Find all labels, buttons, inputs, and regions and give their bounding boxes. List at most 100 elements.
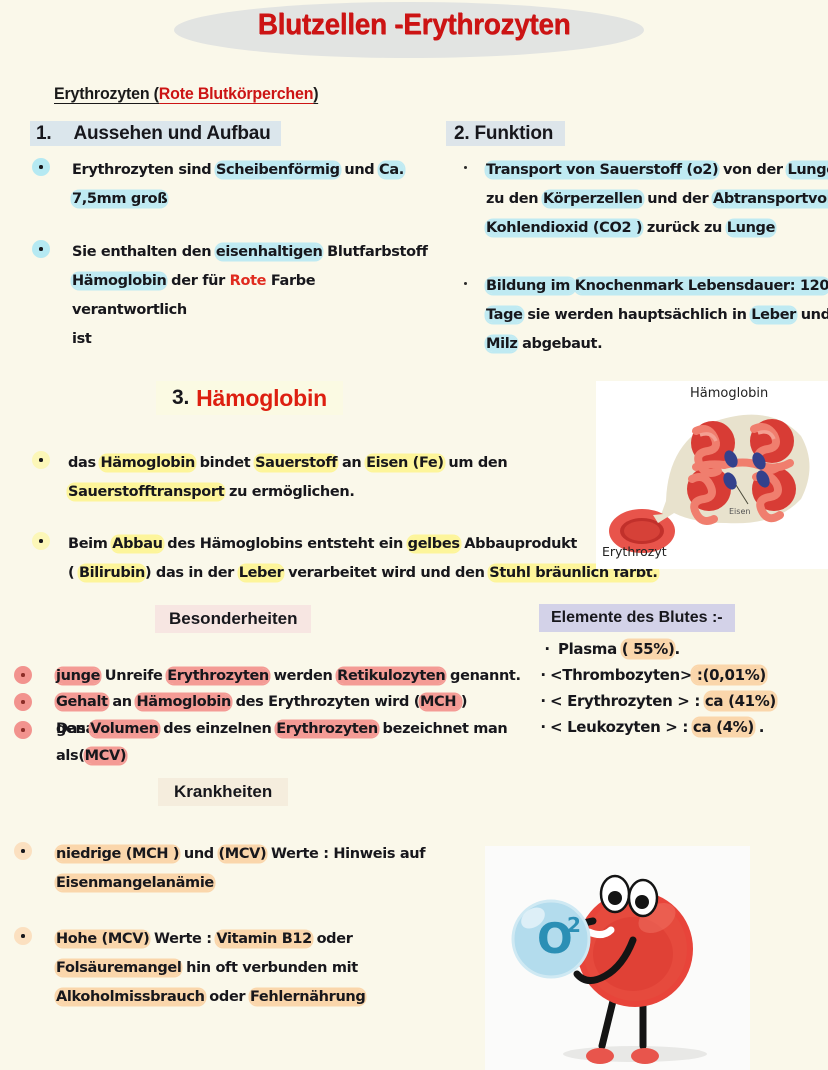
list-item: Das Volumen des einzelnen Erythrozyten b… — [14, 716, 534, 770]
txt-hl: ( 55%) — [621, 640, 675, 658]
txt: als( — [56, 748, 85, 764]
bullet-marker-cyan — [32, 240, 50, 258]
title-ellipse-shape — [174, 2, 644, 58]
txt-hl: Erythrozyten — [276, 721, 378, 737]
section-3-title: Hämoglobin — [196, 384, 328, 411]
txt-hl: Milz — [486, 336, 518, 352]
txt-hl: Eisenmangelanämie — [56, 875, 214, 891]
txt: ( — [68, 565, 79, 581]
txt-hl: Leber — [751, 307, 796, 323]
txt: < Erythrozyten > : — [550, 692, 705, 710]
section-2-bullet-1: Transport von Sauerstoff (o2) von der Lu… — [456, 156, 828, 243]
txt: und — [339, 162, 380, 178]
section-2-bullet-1-text: Transport von Sauerstoff (o2) von der Lu… — [486, 156, 828, 243]
section-3-header: 3. Hämoglobin — [156, 381, 344, 415]
txt: ) das in der — [144, 565, 239, 581]
list-item: junge Unreife Erythrozyten werden Retiku… — [14, 663, 534, 689]
besonderheiten-header: Besonderheiten — [155, 605, 312, 633]
txt: Werte : — [149, 931, 217, 947]
txt: um den — [443, 455, 508, 471]
txt-hl: Eisen (Fe) — [366, 455, 444, 471]
txt-hl: ca (4%) — [692, 718, 754, 736]
txt: hin oft verbunden mit — [181, 960, 358, 976]
erythrozyt-label: Erythrozyt — [602, 544, 667, 559]
txt: Beim — [68, 536, 113, 552]
txt-hl: Hohe (MCV) — [56, 931, 150, 947]
txt: abgebaut. — [517, 336, 603, 352]
txt-hl: niedrige (MCH ) — [56, 846, 180, 862]
txt: von der — [718, 162, 788, 178]
txt: genannt. — [445, 668, 521, 684]
txt-hl: Leber — [238, 565, 284, 581]
txt: das — [68, 455, 101, 471]
txt: Das — [56, 721, 91, 737]
besonderheiten-item-1-text: junge Unreife Erythrozyten werden Retiku… — [56, 663, 534, 689]
rbc-character-image: O 2 — [485, 846, 750, 1070]
txt: verarbeitet wird und den — [283, 565, 490, 581]
besonderheiten-title: Besonderheiten — [169, 609, 298, 628]
txt-hl: Volumen — [90, 721, 159, 737]
txt-hl: gelbes — [407, 536, 460, 552]
hemoglobin-diagram-image: Hämoglobin Eisen Erythrozyt — [596, 381, 828, 569]
txt-hl: Abtransportvon — [712, 191, 828, 207]
o2-label: O — [537, 914, 573, 963]
txt: und — [796, 307, 828, 323]
subtitle-heading: Erythrozyten (Rote Blutkörperchen) — [54, 84, 319, 104]
txt-hl: Hämoglobin — [136, 694, 231, 710]
txt-hl: Bilirubin — [78, 565, 145, 581]
txt-hl: Vitamin B12 — [216, 931, 312, 947]
besonderheiten-list: junge Unreife Erythrozyten werden Retiku… — [14, 663, 534, 770]
bullet-marker-peach — [14, 927, 32, 945]
txt: oder — [311, 931, 353, 947]
txt: Sie enthalten den — [72, 244, 216, 260]
elemente-des-blutes-header: Elemente des Blutes :- — [539, 604, 735, 632]
bullet-marker-plain — [456, 158, 474, 176]
page-title: Blutzellen -Erythrozyten — [257, 8, 571, 41]
elemente-item-3: ·< Erythrozyten > : ca (41%) — [536, 688, 828, 714]
txt: werden — [268, 668, 338, 684]
txt: zu den — [486, 191, 543, 207]
bullet-marker-cyan — [32, 158, 50, 176]
txt-hl: Abbau — [112, 536, 163, 552]
section-2-header: 2. Funktion — [446, 121, 566, 146]
bullet-marker-pink — [14, 666, 32, 684]
section-1-bullet-2: Sie enthalten den eisenhaltigen Blutfarb… — [32, 238, 432, 354]
krankheiten-title: Krankheiten — [174, 782, 273, 801]
section-1-number: 1. — [36, 122, 52, 144]
txt-hl: Bildung im — [486, 278, 575, 294]
txt-hl: MCH — [419, 694, 461, 710]
bullet-marker-peach — [14, 842, 32, 860]
elemente-list: ·Plasma ( 55%). ·<Thrombozyten> :(0,01%)… — [536, 636, 828, 740]
subtitle-part-red: Rote Blutkörperchen — [158, 84, 314, 104]
txt-hl: Kohlendioxid (CO2 ) — [486, 220, 643, 236]
besonderheiten-item-3-text: Das Volumen des einzelnen Erythrozyten b… — [56, 716, 534, 770]
section-3-bullet-2-text: Beim Abbau des Hämoglobins entsteht ein … — [68, 530, 752, 588]
besonderheiten-item-2-text: Gehalt an Hämoglobin des Erythrozyten wi… — [56, 689, 534, 743]
bullet-marker-yellow — [32, 451, 50, 469]
txt-hl: ca (41%) — [704, 692, 776, 710]
elemente-title: Elemente des Blutes :- — [551, 609, 723, 626]
bullet-dot: · — [540, 666, 546, 684]
txt: Erythrozyten sind — [72, 162, 216, 178]
txt: Werte : Hinweis auf — [266, 846, 426, 862]
txt-hl: Fehlernährung — [249, 989, 366, 1005]
subtitle-part-main: Erythrozyten ( — [54, 84, 159, 104]
txt: sie werden hauptsächlich in — [522, 307, 752, 323]
krankheiten-header: Krankheiten — [158, 778, 289, 806]
txt: und der — [642, 191, 713, 207]
txt: bezeichnet man — [377, 721, 508, 737]
txt-hl: Folsäuremangel — [56, 960, 182, 976]
elemente-item-1: ·Plasma ( 55%). — [536, 636, 828, 662]
txt: . — [753, 718, 765, 736]
bullet-marker-pink — [14, 721, 32, 739]
hemoglobin-label: Hämoglobin — [690, 386, 769, 401]
txt-hl: Scheibenförmig — [215, 162, 340, 178]
page-title-area: Blutzellen -Erythrozyten — [0, 0, 828, 62]
txt-hl: Sauerstofftransport — [68, 484, 225, 500]
txt: oder — [204, 989, 250, 1005]
krankheiten-bullet-1-text: niedrige (MCH ) und (MCV) Werte : Hinwei… — [56, 840, 464, 898]
krankheiten-bullet-2-text: Hohe (MCV) Werte : Vitamin B12 oder Fols… — [56, 925, 464, 1012]
txt: zurück zu — [642, 220, 727, 236]
txt-hl: Gehalt — [56, 694, 108, 710]
txt-hl: Lunge — [726, 220, 776, 236]
